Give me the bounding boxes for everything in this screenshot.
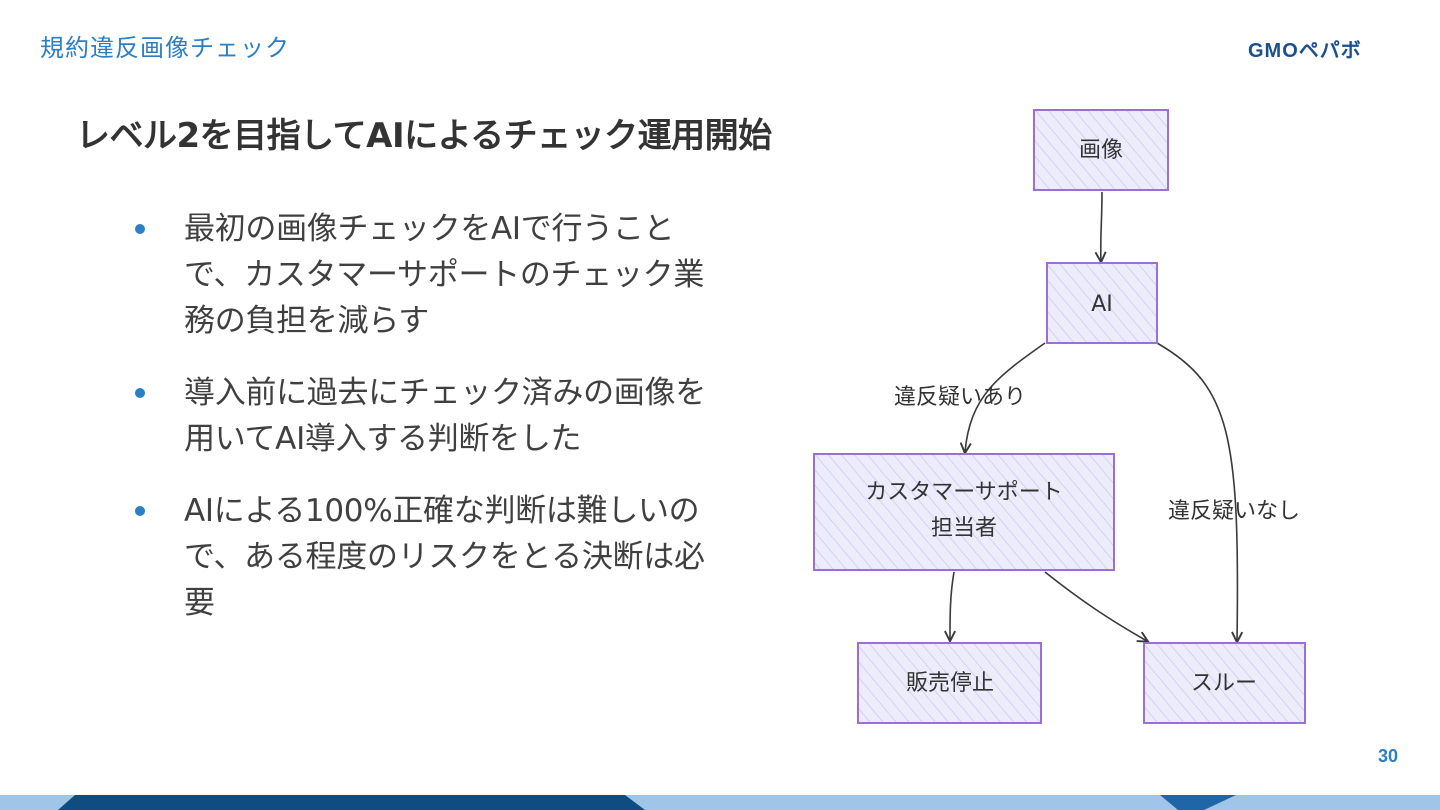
node-image: 画像 [1033, 109, 1169, 191]
bullet-item: AIによる100%正確な判断は難しいので、ある程度のリスクをとる決断は必要 [130, 488, 730, 626]
bullet-dot-icon [135, 506, 145, 516]
bullet-text: 導入前に過去にチェック済みの画像を用いてAI導入する判断をした [184, 375, 706, 457]
edge-ai-to-pass [1156, 342, 1237, 641]
node-stop-label: 販売停止 [906, 671, 994, 696]
node-stop-sales: 販売停止 [857, 642, 1042, 724]
edge-label-suspected: 違反疑いあり [894, 385, 1026, 410]
bullet-dot-icon [135, 388, 145, 398]
node-image-label: 画像 [1079, 138, 1123, 163]
company-logo: GMOペパボ [1248, 40, 1362, 62]
node-ai: AI [1046, 262, 1158, 344]
node-support-label-line1: カスタマーサポート [865, 480, 1063, 505]
node-ai-label: AI [1091, 292, 1113, 317]
page-number: 30 [1378, 746, 1399, 766]
edge-ai-to-support [965, 342, 1046, 452]
slide-title: レベル2を目指してAIによるチェック運用開始 [76, 116, 772, 156]
node-customer-support: カスタマーサポート 担当者 [813, 453, 1115, 571]
edge-support-to-stop [950, 571, 954, 640]
node-pass-label: スルー [1191, 671, 1257, 696]
bullet-text: AIによる100%正確な判断は難しいので、ある程度のリスクをとる決断は必要 [184, 493, 705, 621]
bullet-list: 最初の画像チェックをAIで行うことで、カスタマーサポートのチェック業務の負担を減… [130, 206, 730, 652]
footer-band [0, 795, 1440, 810]
node-support-label-line2: 担当者 [931, 516, 997, 541]
node-pass: スルー [1143, 642, 1306, 724]
edge-image-to-ai [1101, 191, 1102, 261]
flow-diagram: 違反疑いあり 違反疑いなし 画像 AI カスタマーサポート 担当者 販売停止 ス… [813, 109, 1306, 724]
bullet-text: 最初の画像チェックをAIで行うことで、カスタマーサポートのチェック業務の負担を減… [184, 211, 705, 339]
bullet-item: 最初の画像チェックをAIで行うことで、カスタマーサポートのチェック業務の負担を減… [130, 206, 730, 344]
edge-label-not-suspected: 違反疑いなし [1168, 499, 1300, 524]
bullet-item: 導入前に過去にチェック済みの画像を用いてAI導入する判断をした [130, 370, 730, 462]
bullet-dot-icon [135, 224, 145, 234]
edge-support-to-pass [1044, 571, 1147, 641]
section-title: 規約違反画像チェック [40, 34, 290, 62]
